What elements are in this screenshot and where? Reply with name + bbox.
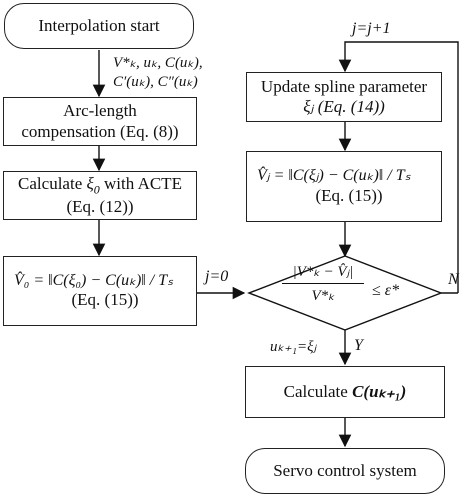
- inputs-line-1: V*ₖ, uₖ, C(uₖ),: [113, 55, 203, 71]
- inputs-line-2: C′(uₖ), C″(uₖ): [113, 73, 198, 90]
- assign-label: uₖ₊₁=ξⱼ: [270, 337, 316, 356]
- interpolation-start-node: Interpolation start: [4, 3, 194, 49]
- v0-velocity-node: V̂₀ = ‖C(ξ₀) − C(uₖ)‖ / Tₛ (Eq. (15)): [3, 256, 197, 326]
- vj-velocity-node: V̂ⱼ = ‖C(ξⱼ) − C(uₖ)‖ / Tₛ (Eq. (15)): [246, 151, 442, 222]
- fraction-bar: [282, 283, 364, 284]
- calc-xi-line-1: Calculate ξ0 with ACTE: [18, 174, 182, 197]
- vj-eq-ref: (Eq. (15)): [315, 185, 383, 205]
- calc-xi-prefix: Calculate: [18, 174, 83, 194]
- arrow-loop-to-update: [338, 41, 459, 293]
- fraction-denominator: V*ₖ: [311, 288, 335, 304]
- yes-branch-label: Y: [354, 337, 363, 355]
- vj-formula: V̂ⱼ = ‖C(ξⱼ) − C(uₖ)‖ / Tₛ: [257, 167, 411, 185]
- j-increment-label: j=j+1: [352, 20, 390, 38]
- decision-condition: |V*ₖ − V̂ⱼ| V*ₖ ≤ ε*: [278, 262, 418, 326]
- v0-eq-ref: (Eq. (15)): [71, 290, 139, 310]
- decision-diamond: [247, 255, 443, 331]
- fraction: |V*ₖ − V̂ⱼ| V*ₖ: [280, 262, 366, 305]
- decision-relation: ≤ ε*: [372, 282, 400, 299]
- calc-c-prefix: Calculate: [283, 381, 353, 401]
- calc-c-math: C(uₖ₊₁): [352, 381, 407, 401]
- servo-label: Servo control system: [273, 460, 417, 480]
- arc-line-1: Arc-length: [63, 101, 137, 121]
- calc-xi-suffix: with ACTE: [99, 174, 182, 194]
- no-branch-label: N: [448, 271, 459, 289]
- v0-formula: V̂₀ = ‖C(ξ₀) − C(uₖ)‖ / Tₛ: [14, 271, 174, 289]
- arc-length-compensation-node: Arc-length compensation (Eq. (8)): [3, 97, 197, 146]
- j-zero-label: j=0: [205, 268, 228, 286]
- update-line-2: ξⱼ (Eq. (14)): [303, 97, 385, 116]
- fraction-numerator: |V*ₖ − V̂ⱼ|: [292, 264, 354, 280]
- calc-xi-line-2: (Eq. (12)): [66, 196, 134, 216]
- update-line-1: Update spline parameter: [260, 76, 428, 96]
- servo-control-node: Servo control system: [245, 448, 445, 494]
- xi-symbol: ξ: [86, 174, 94, 194]
- update-spline-node: Update spline parameter ξⱼ (Eq. (14)): [246, 72, 442, 122]
- arc-line-2: compensation (Eq. (8)): [21, 121, 179, 141]
- j-zero-text: j=0: [205, 268, 229, 285]
- no-text: N: [448, 271, 459, 288]
- start-label: Interpolation start: [38, 15, 160, 35]
- yes-text: Y: [354, 337, 363, 354]
- calculate-c-node: Calculate C(uₖ₊₁): [245, 366, 445, 418]
- calculate-xi0-node: Calculate ξ0 with ACTE (Eq. (12)): [3, 171, 197, 220]
- j-increment-text: j=j+1: [352, 20, 391, 37]
- inputs-label: V*ₖ, uₖ, C(uₖ), C′(uₖ), C″(uₖ): [113, 54, 203, 92]
- xi-subscript: 0: [93, 182, 100, 197]
- assign-text: uₖ₊₁=ξⱼ: [270, 339, 317, 355]
